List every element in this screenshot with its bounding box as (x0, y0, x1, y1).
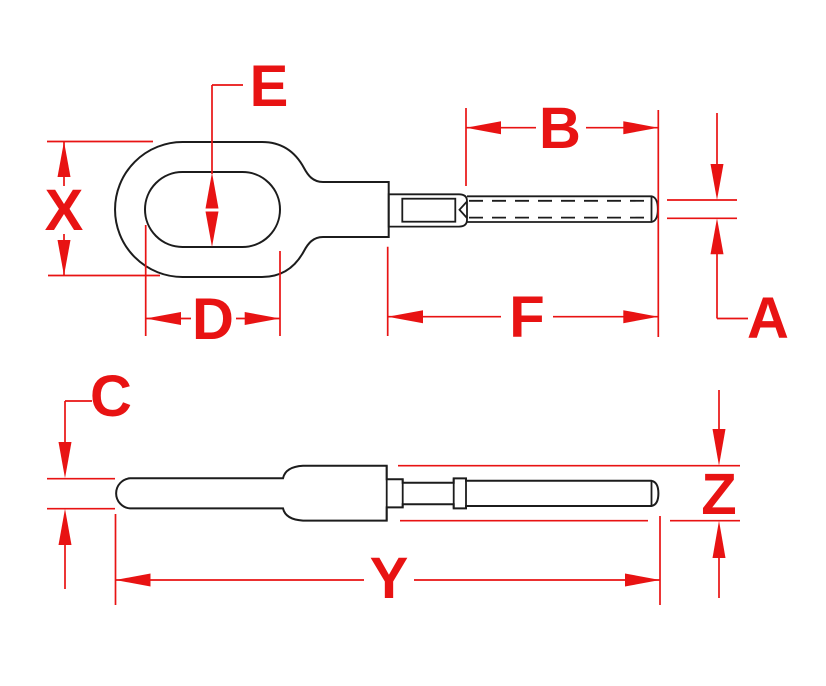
dimension-x: X (45, 140, 160, 277)
dim-label-b: B (539, 96, 581, 161)
arrow-left-icon (145, 312, 181, 325)
dimension-f: F (386, 246, 659, 350)
arrow-right-icon (625, 573, 660, 587)
dimension-e: E (205, 54, 289, 247)
dimension-b: B (465, 96, 660, 337)
cone-mark-icon (458, 200, 468, 219)
dim-label-y: Y (370, 546, 409, 611)
dimension-a: A (667, 113, 789, 351)
arrow-up-icon (710, 218, 724, 255)
dim-label-c: C (90, 364, 132, 429)
dim-label-x: X (45, 178, 84, 243)
swage-fitting (387, 193, 468, 228)
side-view (115, 464, 660, 522)
arrow-left-icon (387, 310, 423, 324)
arrow-up-icon (58, 508, 72, 545)
arrow-down-icon (712, 429, 726, 466)
inspection-hole (401, 197, 457, 223)
arrow-up-icon (57, 141, 71, 177)
dim-label-f: F (509, 285, 544, 350)
dim-label-e: E (250, 54, 289, 119)
arrow-right-icon (244, 312, 280, 325)
dim-label-a: A (747, 286, 789, 351)
dim-label-d: D (192, 287, 234, 352)
arrow-down-icon (205, 211, 219, 247)
dimension-y: Y (114, 514, 661, 611)
dimension-z: Z (398, 390, 740, 598)
arrow-left-icon (466, 121, 501, 135)
arrow-down-icon (57, 240, 71, 276)
eye-body-outline (114, 141, 390, 278)
dimension-c: C (47, 364, 132, 589)
arrow-right-icon (623, 121, 659, 135)
arrow-up-icon (205, 172, 219, 209)
dimension-d: D (144, 225, 281, 352)
arrow-down-icon (710, 164, 724, 200)
dim-label-z: Z (701, 462, 736, 527)
arrow-right-icon (623, 310, 659, 324)
top-view (114, 141, 659, 278)
arrow-down-icon (58, 442, 72, 479)
arrow-left-icon (115, 573, 151, 587)
arrow-up-icon (712, 520, 726, 558)
